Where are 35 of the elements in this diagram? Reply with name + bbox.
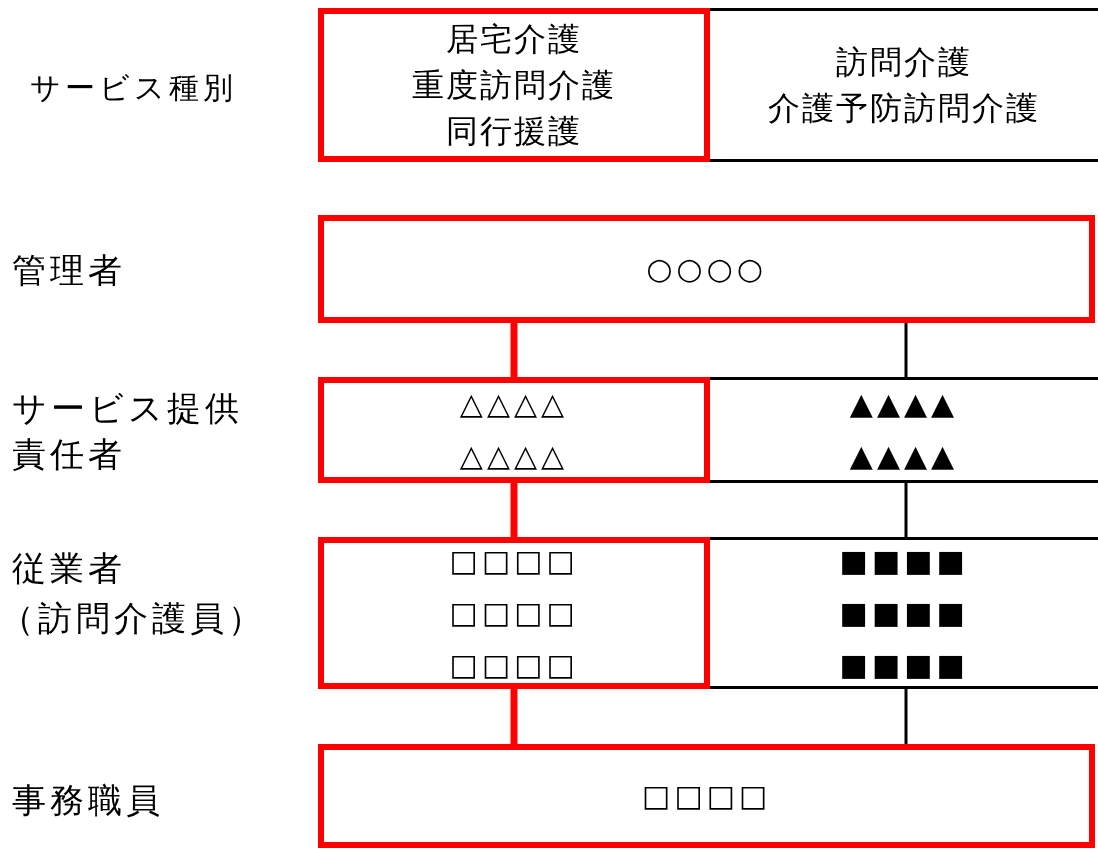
placeholder-symbols: □□□□ — [449, 542, 579, 580]
category-label: サービス種別 — [30, 69, 237, 107]
placeholder-symbols: ■■■■ — [839, 542, 969, 580]
row-label: 責任者 — [12, 433, 126, 476]
placeholder-symbols: □□□□ — [449, 646, 579, 684]
placeholder-symbols: ■■■■ — [839, 646, 969, 684]
table-cell — [710, 377, 1098, 483]
outlined-box — [318, 537, 710, 689]
placeholder-symbols: ■■■■ — [839, 594, 969, 632]
table-cell — [710, 537, 1098, 689]
connector-line — [904, 323, 908, 377]
connector-line — [904, 689, 908, 744]
row-label: （訪問介護員） — [0, 597, 266, 640]
outlined-box — [318, 377, 710, 483]
placeholder-symbols: △△△△ — [459, 385, 569, 423]
service-type-text: 訪問介護 — [836, 42, 972, 83]
placeholder-symbols: ▲▲▲▲ — [849, 385, 959, 423]
placeholder-symbols: △△△△ — [459, 437, 569, 475]
connector-line — [904, 483, 908, 537]
row-label: 事務職員 — [12, 779, 164, 822]
placeholder-symbols: □□□□ — [641, 777, 772, 815]
placeholder-symbols: □□□□ — [449, 594, 579, 632]
service-type-text: 同行援護 — [446, 111, 582, 152]
placeholder-symbols: ▲▲▲▲ — [849, 437, 959, 475]
row-label: サービス提供 — [12, 387, 243, 430]
outlined-box — [318, 8, 710, 162]
table-cell — [710, 8, 1098, 162]
service-type-text: 居宅介護 — [446, 19, 582, 60]
service-type-text: 重度訪問介護 — [412, 65, 616, 106]
outlined-box — [318, 744, 1095, 848]
service-type-text: 介護予防訪問介護 — [768, 88, 1040, 129]
row-label: 従業者 — [12, 547, 126, 590]
placeholder-symbols: ○○○○ — [646, 250, 767, 288]
outlined-box — [318, 215, 1095, 323]
row-label: 管理者 — [12, 249, 126, 292]
